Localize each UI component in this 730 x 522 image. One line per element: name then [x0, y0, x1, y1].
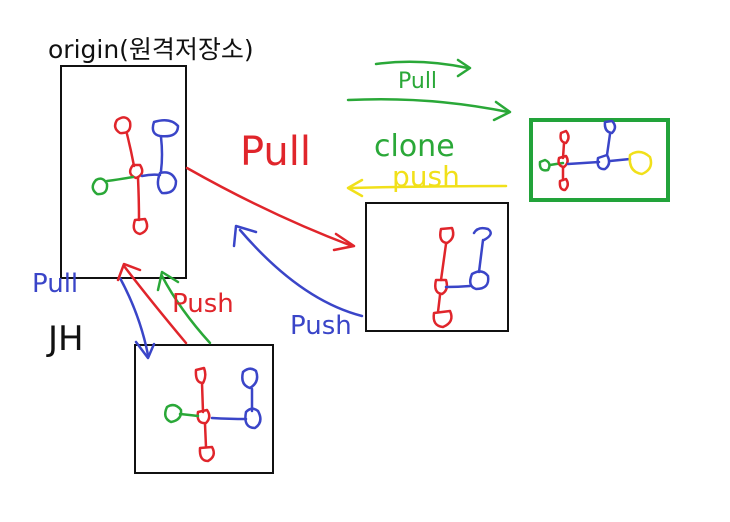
pull-label-center: Pull [240, 129, 311, 175]
origin-label: origin(원격저장소) [48, 35, 254, 64]
pull-arrow-red [185, 166, 356, 252]
push-arrow-yellow [346, 178, 508, 198]
push-label-green: Push [172, 289, 234, 319]
jh-commit-graph [163, 366, 262, 463]
pull-arrow-blue-left [118, 276, 156, 360]
origin-repo-box [60, 65, 187, 279]
push-arrow-blue-right [232, 224, 364, 318]
local-repo-box [365, 202, 509, 332]
remote-clone-box [529, 118, 670, 202]
jh-label: JH [46, 319, 84, 359]
origin-commit-graph [91, 116, 180, 236]
push-label-blue: Push [290, 311, 352, 341]
clone-arrow [346, 97, 512, 122]
pull-label-left: Pull [32, 269, 78, 299]
local-commit-graph [432, 226, 492, 329]
clone-commit-graph [538, 119, 653, 192]
pull-arrow-top [374, 58, 472, 78]
push-arrow-green-up [156, 270, 212, 345]
pull-label-top: Pull [398, 69, 437, 94]
clone-label: clone [374, 129, 455, 164]
push-label-yellow: push [392, 160, 460, 193]
jh-repo-box [134, 344, 274, 474]
push-arrow-red-up [116, 262, 188, 345]
